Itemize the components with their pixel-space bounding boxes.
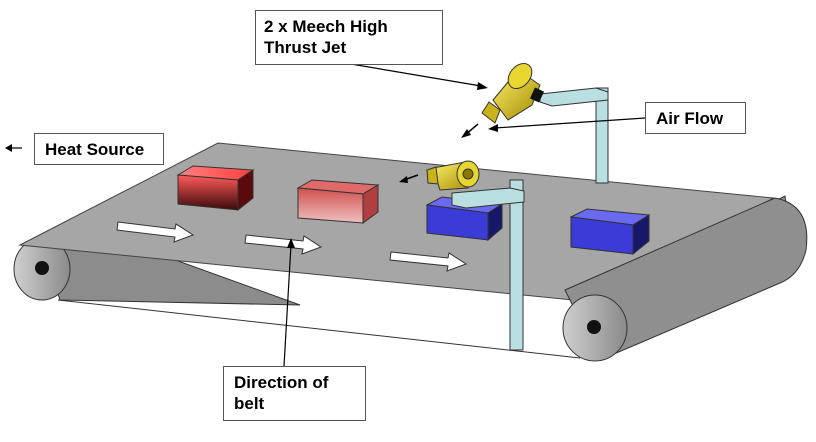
jet-callout-arrow — [344, 62, 488, 90]
direction-label-line-1: Direction of — [234, 373, 329, 392]
right-roller-axle — [587, 320, 601, 334]
right-roller — [562, 197, 808, 362]
air-jet-icon — [481, 62, 545, 124]
jet-label: 2 x Meech High Thrust Jet — [255, 10, 443, 65]
direction-label-line-2: belt — [234, 394, 265, 413]
heat-source-arrow-icon — [5, 144, 22, 152]
cool-box-2 — [569, 208, 651, 256]
air-flow-label: Air Flow — [645, 102, 746, 134]
left-roller — [13, 237, 71, 301]
heat-source-label-text: Heat Source — [45, 140, 145, 159]
hot-box — [176, 165, 255, 212]
belt-direction-arrow-icon — [116, 221, 195, 243]
air-flow-arrow-icon — [399, 174, 419, 183]
lower-mount-bracket — [451, 179, 525, 351]
air-flow-label-text: Air Flow — [656, 109, 724, 128]
heat-source-label: Heat Source — [34, 133, 164, 165]
jet-label-line-2: Thrust Jet — [264, 38, 347, 57]
belt-direction-arrow-icon — [244, 234, 323, 255]
direction-label: Direction of belt — [223, 366, 366, 421]
belt-direction-arrow-icon — [389, 251, 468, 272]
cooling-box — [296, 179, 380, 224]
air-flow-arrow-icon — [461, 123, 479, 138]
left-roller-axle — [35, 261, 49, 275]
air-jet-icon — [426, 160, 480, 191]
jet-label-line-1: 2 x Meech High — [264, 17, 388, 36]
direction-callout-arrow — [283, 238, 295, 367]
air-flow-callout-arrow — [488, 117, 646, 132]
upper-mount-bracket — [539, 87, 609, 184]
